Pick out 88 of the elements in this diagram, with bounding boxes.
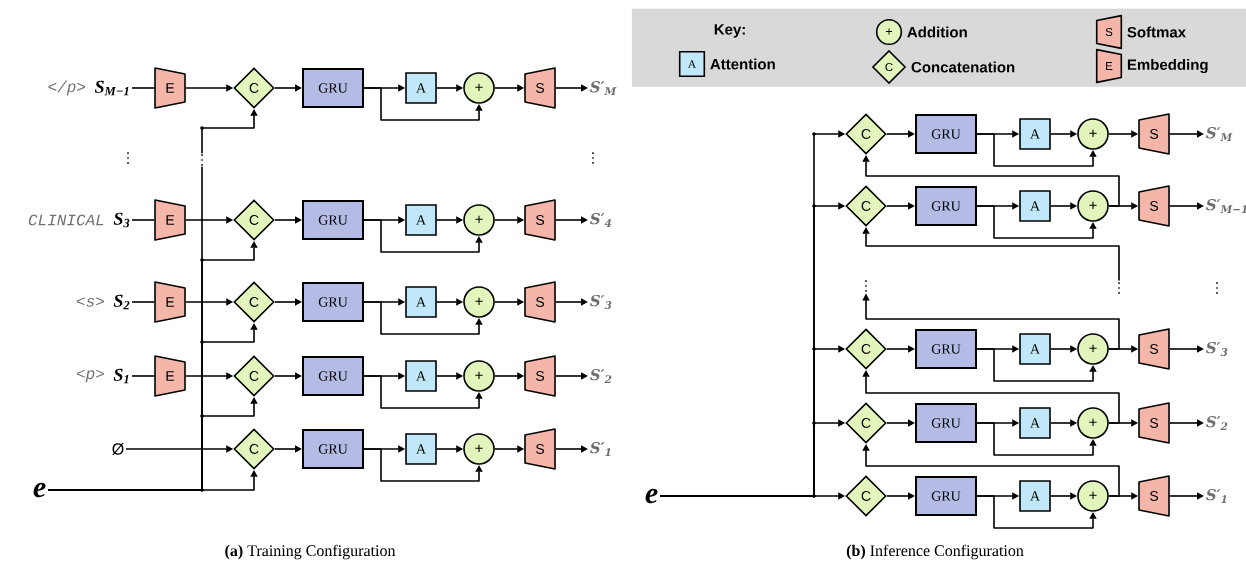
softmax-block: S: [524, 355, 556, 397]
input-symbol: S$_{2}$: [113, 294, 130, 310]
arrow: [976, 495, 1097, 529]
vertical-ellipsis: ⋮: [120, 151, 136, 165]
arrow: [274, 372, 302, 380]
output-symbol: S′$_{1}$: [590, 442, 611, 456]
embedding-block: E: [154, 355, 186, 397]
arrow: [363, 448, 483, 482]
attention-box: A: [1019, 118, 1051, 150]
empty-set-symbol: Ø: [112, 443, 124, 455]
softmax-block: S: [524, 428, 556, 470]
arrow: [363, 375, 483, 409]
input-symbol: S$_{3}$: [113, 212, 130, 228]
gru-box: GRU: [915, 114, 977, 154]
gru-box: GRU: [915, 403, 977, 443]
input-symbol: S$_{M−1}$: [94, 80, 129, 96]
key-label: Embedding: [1127, 58, 1208, 73]
embedding-block: E: [154, 199, 186, 241]
embedding-block: E: [154, 281, 186, 323]
gru-box: GRU: [915, 476, 977, 516]
output-symbol: S′$_{4}$: [590, 213, 612, 227]
attention-box: A: [1019, 333, 1051, 365]
connector-line: [131, 87, 155, 89]
token-label: <s>: [76, 297, 104, 307]
gru-box: GRU: [302, 356, 364, 396]
arrow: [363, 219, 483, 253]
token-label: </p>: [48, 80, 86, 96]
gru-box: GRU: [302, 429, 364, 469]
attention-box: A: [678, 50, 706, 78]
connector-line: [131, 375, 155, 377]
softmax-block: S: [524, 199, 556, 241]
output-symbol: S′$_{M−1}$: [1206, 199, 1246, 213]
attention-box: A: [405, 72, 437, 104]
softmax-block: S: [524, 281, 556, 323]
subfigure-caption: (b) Inference Configuration: [845, 543, 1025, 561]
key-label: Softmax: [1127, 26, 1186, 38]
vector-symbol: e: [645, 488, 658, 504]
connector-line: [131, 219, 155, 221]
arrow: [976, 133, 1097, 167]
gru-box: GRU: [915, 186, 977, 226]
vector-symbol: e: [33, 482, 46, 498]
arrow: [976, 422, 1097, 456]
output-symbol: S′$_{2}$: [590, 369, 612, 383]
key-label: Addition: [907, 26, 967, 38]
key-label: Concatenation: [911, 61, 1015, 73]
token-label: <p>: [76, 369, 104, 383]
arrow: [363, 301, 483, 335]
token-label: CLINICAL: [28, 214, 104, 226]
embedding-block: E: [154, 67, 186, 109]
softmax-block: S: [1138, 113, 1170, 155]
arrow: [274, 445, 302, 453]
attention-box: A: [405, 204, 437, 236]
input-symbol: S$_{1}$: [113, 368, 129, 384]
attention-box: A: [405, 360, 437, 392]
output-symbol: S′$_{M}$: [590, 81, 617, 95]
gru-box: GRU: [302, 68, 364, 108]
vertical-ellipsis: ⋮: [194, 153, 210, 167]
vertical-ellipsis: ⋮: [865, 280, 867, 292]
connector-line: [131, 301, 155, 303]
gru-box: GRU: [915, 329, 977, 369]
attention-box: A: [1019, 407, 1051, 439]
attention-box: A: [1019, 190, 1051, 222]
arrow: [976, 205, 1097, 239]
softmax-block: S: [1138, 328, 1170, 370]
output-symbol: S′$_{M}$: [1206, 127, 1233, 141]
vertical-ellipsis: ⋮: [1118, 282, 1120, 294]
attention-box: A: [405, 286, 437, 318]
output-symbol: S′$_{3}$: [1206, 341, 1228, 357]
softmax-block: S: [1138, 402, 1170, 444]
gru-box: GRU: [302, 200, 364, 240]
softmax-block: S: [1138, 185, 1170, 227]
arrow: [274, 216, 302, 224]
arrow: [274, 298, 302, 306]
vertical-ellipsis: ⋮: [585, 151, 601, 165]
gru-box: GRU: [302, 282, 364, 322]
vertical-ellipsis: ⋮: [1209, 281, 1225, 295]
softmax-block: S: [1138, 475, 1170, 517]
output-symbol: S′$_{3}$: [590, 294, 612, 310]
arrow: [976, 348, 1097, 382]
output-symbol: S′$_{2}$: [1206, 416, 1228, 430]
subfigure-caption: (a) Training Configuration: [223, 543, 397, 561]
attention-box: A: [1019, 480, 1051, 512]
key-label: Attention: [710, 58, 775, 70]
arrow: [363, 87, 483, 121]
arrow: [274, 84, 302, 92]
output-symbol: S′$_{1}$: [1206, 489, 1227, 503]
attention-box: A: [405, 433, 437, 465]
softmax-block: S: [524, 67, 556, 109]
